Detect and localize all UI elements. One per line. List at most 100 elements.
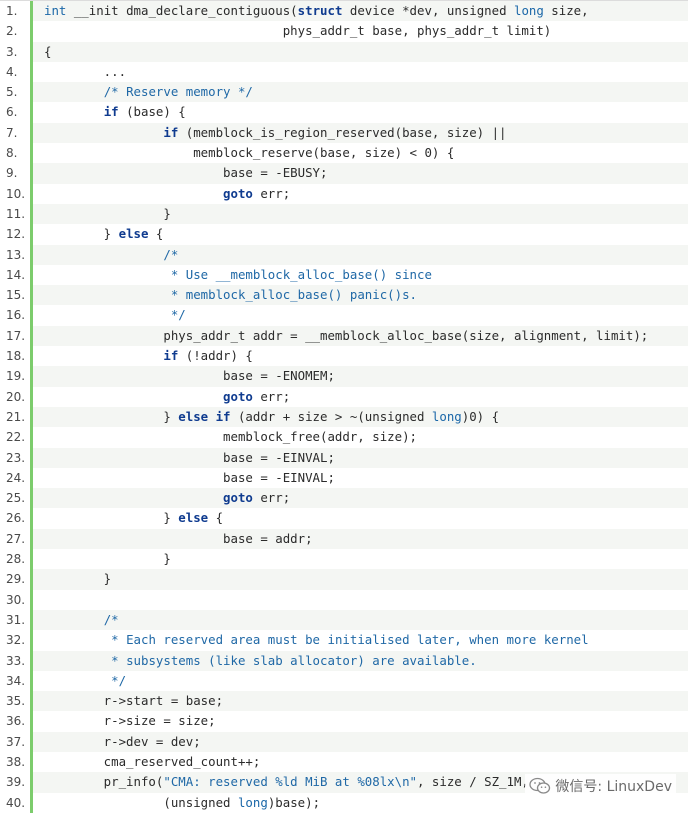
code-token: } [44, 226, 119, 242]
code-line: 18. if (!addr) { [0, 346, 688, 367]
line-number: 35. [0, 691, 30, 712]
code-text: memblock_free(addr, size); [44, 427, 688, 447]
code-text [44, 590, 688, 610]
code-text: /* [44, 610, 688, 630]
gutter-bar [30, 650, 33, 671]
code-token: __init dma_declare_contiguous( [66, 3, 298, 18]
gutter-bar [30, 21, 33, 42]
code-token: phys_addr_t addr = __memblock_alloc_base… [44, 327, 649, 343]
gutter-bar [30, 528, 33, 550]
gutter-bar [30, 244, 33, 265]
gutter-bar [30, 224, 33, 245]
code-line: 14. * Use __memblock_alloc_base() since [0, 264, 688, 286]
code-text: } [44, 569, 688, 589]
code-line: 38. cma_reserved_count++; [0, 751, 688, 773]
line-number: 20. [0, 386, 30, 407]
line-number: 19. [0, 366, 30, 387]
code-text: base = addr; [44, 529, 688, 549]
code-token: if [103, 104, 119, 120]
code-token [44, 673, 104, 688]
line-number: 7. [0, 122, 30, 144]
line-number: 1. [0, 1, 30, 22]
code-token: goto [223, 388, 253, 404]
gutter-bar [30, 488, 33, 509]
code-token: if [163, 348, 179, 364]
code-token: r->dev = dev; [44, 733, 201, 749]
code-token: else [178, 510, 209, 526]
line-number: 9. [0, 163, 30, 184]
gutter-bar [30, 325, 33, 347]
code-token: } [44, 510, 179, 526]
code-token: long [237, 794, 268, 810]
code-text: /* [44, 245, 688, 265]
gutter-bar [30, 792, 33, 813]
code-token [44, 125, 163, 140]
gutter-bar [30, 61, 33, 83]
line-number: 5. [0, 82, 30, 103]
line-number: 2. [0, 21, 30, 42]
gutter-bar [30, 386, 33, 407]
line-number: 10. [0, 183, 30, 204]
code-token [44, 653, 104, 668]
code-text: */ [44, 671, 688, 691]
line-number: 22. [0, 427, 30, 448]
code-token: */ [103, 672, 127, 688]
gutter-bar [30, 772, 33, 793]
code-token: pr_info( [44, 774, 164, 790]
code-line: 12. } else { [0, 224, 688, 245]
line-number: 38. [0, 751, 30, 773]
code-token: err; [252, 185, 291, 201]
code-token: ... [44, 63, 127, 79]
line-number: 17. [0, 325, 30, 347]
code-text: phys_addr_t base, phys_addr_t limit) [44, 21, 688, 41]
gutter-bar [30, 82, 33, 103]
line-number: 33. [0, 650, 30, 671]
line-number: 3. [0, 41, 30, 62]
code-line: 21. } else if (addr + size > ~(unsigned … [0, 406, 688, 428]
code-token: else if [178, 408, 231, 424]
code-text: } [44, 204, 688, 224]
code-token: long [431, 408, 462, 424]
code-text: goto err; [44, 488, 688, 508]
line-number: 21. [0, 406, 30, 428]
code-token: "CMA: reserved %ld MiB at %08lx\n" [163, 774, 417, 790]
code-line: 25. goto err; [0, 488, 688, 509]
code-token: base = addr; [44, 530, 313, 546]
line-number: 13. [0, 244, 30, 265]
code-line: 8. memblock_reserve(base, size) < 0) { [0, 143, 688, 164]
code-line: 37. r->dev = dev; [0, 731, 688, 752]
code-line: 23. base = -EINVAL; [0, 447, 688, 468]
code-token [44, 186, 223, 201]
code-token: base = -ENOMEM; [44, 368, 335, 384]
code-text: base = -ENOMEM; [44, 366, 688, 386]
code-token: base = -EINVAL; [44, 469, 335, 485]
code-line: 31. /* [0, 609, 688, 631]
code-line: 33. * subsystems (like slab allocator) a… [0, 650, 688, 671]
code-line: 2. phys_addr_t base, phys_addr_t limit) [0, 21, 688, 42]
code-token: } [44, 551, 171, 567]
line-number: 30. [0, 589, 30, 610]
code-token: struct [297, 3, 343, 18]
watermark-text: 微信号: LinuxDev [555, 779, 672, 795]
code-token: int [44, 3, 67, 18]
gutter-bar [30, 346, 33, 367]
line-number: 6. [0, 102, 30, 123]
code-text: cma_reserved_count++; [44, 752, 688, 772]
code-token: goto [223, 185, 253, 201]
gutter-bar [30, 589, 33, 610]
gutter-bar [30, 427, 33, 448]
code-text: r->size = size; [44, 711, 688, 731]
code-line: 17. phys_addr_t addr = __memblock_alloc_… [0, 325, 688, 347]
code-token [44, 267, 163, 282]
code-text: /* Reserve memory */ [44, 82, 688, 102]
line-number: 8. [0, 143, 30, 164]
code-text: */ [44, 305, 688, 325]
code-line: 10. goto err; [0, 183, 688, 204]
code-token: if [163, 124, 179, 140]
code-text: * subsystems (like slab allocator) are a… [44, 651, 688, 671]
code-token [44, 104, 104, 119]
line-number: 25. [0, 488, 30, 509]
line-number: 39. [0, 772, 30, 793]
code-text: * memblock_alloc_base() panic()s. [44, 285, 688, 305]
